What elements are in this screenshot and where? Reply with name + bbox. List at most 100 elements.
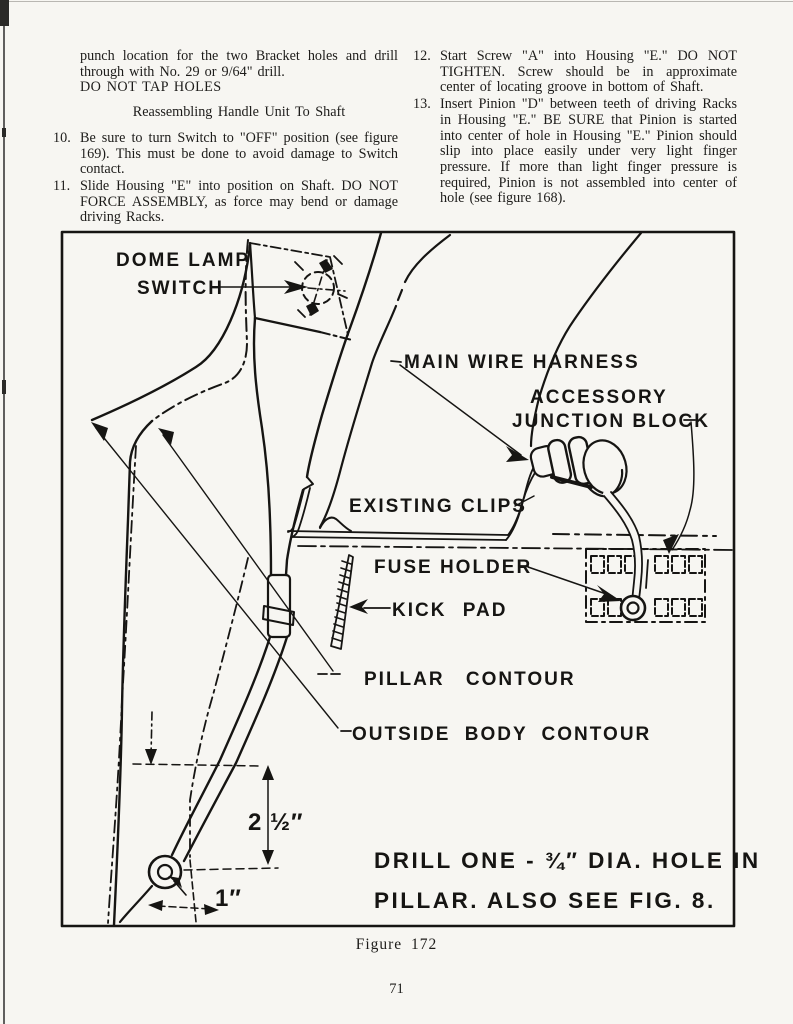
kick-pad-strip bbox=[330, 554, 354, 650]
pillar-contour-hidden-line bbox=[151, 239, 249, 422]
fuse-holder-part bbox=[619, 594, 647, 622]
target-lower-arrow-icon bbox=[306, 302, 319, 316]
harness-drop-line-1 bbox=[287, 488, 305, 533]
pillar-contour-arrow-icon bbox=[158, 428, 174, 445]
pillar-front-edge-bottom bbox=[170, 635, 272, 857]
main-harness-dash bbox=[390, 360, 402, 363]
section-heading: Reassembling Handle Unit To Shaft bbox=[132, 104, 346, 121]
sill-harness-line-2 bbox=[291, 536, 507, 541]
fuse-slot bbox=[671, 555, 686, 574]
wire-tick bbox=[645, 559, 649, 589]
kick-pad-arrow-icon bbox=[349, 599, 368, 614]
list-item-10: 10. Be sure to turn Switch to "OFF" posi… bbox=[53, 130, 398, 178]
dim-arrow-left-icon bbox=[148, 900, 163, 911]
fuse-slot bbox=[590, 555, 605, 574]
fuse-holder-label: FUSE HOLDER bbox=[374, 557, 532, 578]
item-text: Insert Pinion "D" between teeth of drivi… bbox=[440, 96, 737, 207]
dim-arrow-down-icon bbox=[262, 850, 274, 865]
pillar-rear-edge-bottom bbox=[182, 635, 289, 863]
body-centerline bbox=[107, 445, 137, 924]
dome-lamp-label-line1: DOME LAMP bbox=[116, 250, 250, 271]
item-number: 11. bbox=[53, 177, 71, 194]
outside-body-contour-line bbox=[90, 243, 252, 422]
pillar-edge-below-hole bbox=[118, 884, 154, 924]
list-item-11: 11. Slide Housing "E" into position on S… bbox=[53, 177, 398, 226]
conduit-clip-strap bbox=[262, 605, 295, 626]
item-text: Slide Housing "E" into position on Shaft… bbox=[80, 177, 398, 226]
item-number: 13. bbox=[413, 96, 431, 113]
centerline-arrow-icon bbox=[145, 749, 157, 765]
main-harness-arrow-icon bbox=[506, 446, 529, 462]
plate-top-edge bbox=[249, 242, 331, 258]
grommet-shading bbox=[550, 475, 593, 489]
drill-hole-inner bbox=[156, 863, 174, 881]
floor-dash-line-upper bbox=[552, 533, 717, 537]
hole-centerline bbox=[150, 711, 153, 757]
fuse-slot bbox=[688, 555, 703, 574]
fuse-holder-outer bbox=[619, 594, 647, 622]
dim-1-inch-label: 1″ bbox=[215, 885, 242, 912]
pillar-hidden-edge bbox=[189, 557, 249, 858]
harness-drop-line-2 bbox=[291, 487, 311, 538]
scan-blot bbox=[2, 128, 6, 137]
intro-note: DO NOT TAP HOLES bbox=[80, 79, 222, 96]
plate-left-edge bbox=[248, 241, 257, 320]
fuse-slot bbox=[654, 555, 669, 574]
accessory-junction-block bbox=[585, 548, 706, 623]
intro-paragraph: punch location for the two Bracket holes… bbox=[80, 48, 398, 80]
plate-right-edge bbox=[329, 256, 349, 336]
door-opening-curves bbox=[318, 231, 643, 532]
list-item-13: 13. Insert Pinion "D" between teeth of d… bbox=[413, 96, 737, 207]
plate-bottom-edge bbox=[253, 316, 322, 334]
page-number: 71 bbox=[389, 981, 404, 997]
door-edge-dash bbox=[396, 288, 404, 302]
leader-lines bbox=[91, 280, 696, 732]
intro-text: punch location for the two Bracket holes… bbox=[80, 48, 398, 80]
junction-block-leader bbox=[671, 421, 695, 551]
pillar-rear-edge bbox=[305, 231, 383, 479]
drill-hole-outer bbox=[147, 854, 183, 890]
fuse-slot bbox=[688, 598, 703, 617]
figure-labels: DOME LAMP SWITCH MAIN WIRE HARNESS ACCES… bbox=[116, 250, 761, 913]
scan-blot bbox=[2, 380, 6, 394]
fuse-slot bbox=[607, 598, 622, 617]
fuse-holder-leader bbox=[527, 566, 613, 597]
outside-body-leader bbox=[95, 427, 339, 729]
pillar-contour-leader bbox=[162, 434, 334, 672]
fuse-slot bbox=[671, 598, 686, 617]
drill-hole-dimensions bbox=[132, 711, 279, 915]
existing-clips-label: EXISTING CLIPS bbox=[349, 496, 527, 517]
wire-exit-notch bbox=[303, 476, 314, 490]
pillar-contour-line bbox=[112, 419, 154, 927]
accessory-label-line1: ACCESSORY bbox=[530, 387, 668, 408]
hole-pointer-arrow-icon bbox=[168, 876, 182, 888]
fuse-slot bbox=[607, 555, 622, 574]
scan-blot bbox=[0, 0, 9, 26]
dome-lamp-label-line2: SWITCH bbox=[137, 278, 224, 299]
outside-body-contour-label: OUTSIDE BODY CONTOUR bbox=[352, 724, 651, 745]
junction-block-arrow-icon bbox=[663, 534, 679, 554]
fuse-slot bbox=[654, 598, 669, 617]
figure-caption: Figure 172 bbox=[355, 936, 438, 953]
grommet-ring-1 bbox=[547, 438, 573, 484]
scan-edge-artifact bbox=[3, 0, 5, 1024]
drill-note-line2: PILLAR. ALSO SEE FIG. 8. bbox=[374, 888, 716, 913]
dim-arrow-right-icon bbox=[204, 904, 219, 915]
right-text-column: 12. Start Screw "A" into Housing "E." DO… bbox=[413, 48, 737, 208]
door-edge-end-squiggle bbox=[319, 516, 352, 532]
pillar-contour-label: PILLAR CONTOUR bbox=[364, 669, 576, 690]
drill-note-line1: DRILL ONE - ¾″ DIA. HOLE IN bbox=[374, 848, 761, 873]
figure-border bbox=[60, 230, 736, 928]
dome-lamp-arrow-icon bbox=[284, 280, 308, 294]
dome-lamp-switch-target bbox=[294, 255, 348, 318]
target-horizontal-centerline bbox=[307, 287, 346, 292]
target-upper-arrow-icon bbox=[319, 259, 333, 273]
sill-harness-line-1 bbox=[287, 530, 509, 536]
dim-2-half-label: 2 ½″ bbox=[248, 809, 304, 836]
fuse-holder-inner bbox=[626, 601, 640, 615]
main-harness-leader bbox=[399, 364, 522, 456]
main-wire-harness-grommet bbox=[529, 435, 628, 498]
hole-pointer-line bbox=[173, 880, 187, 896]
body-and-pillar-contours bbox=[90, 239, 252, 927]
